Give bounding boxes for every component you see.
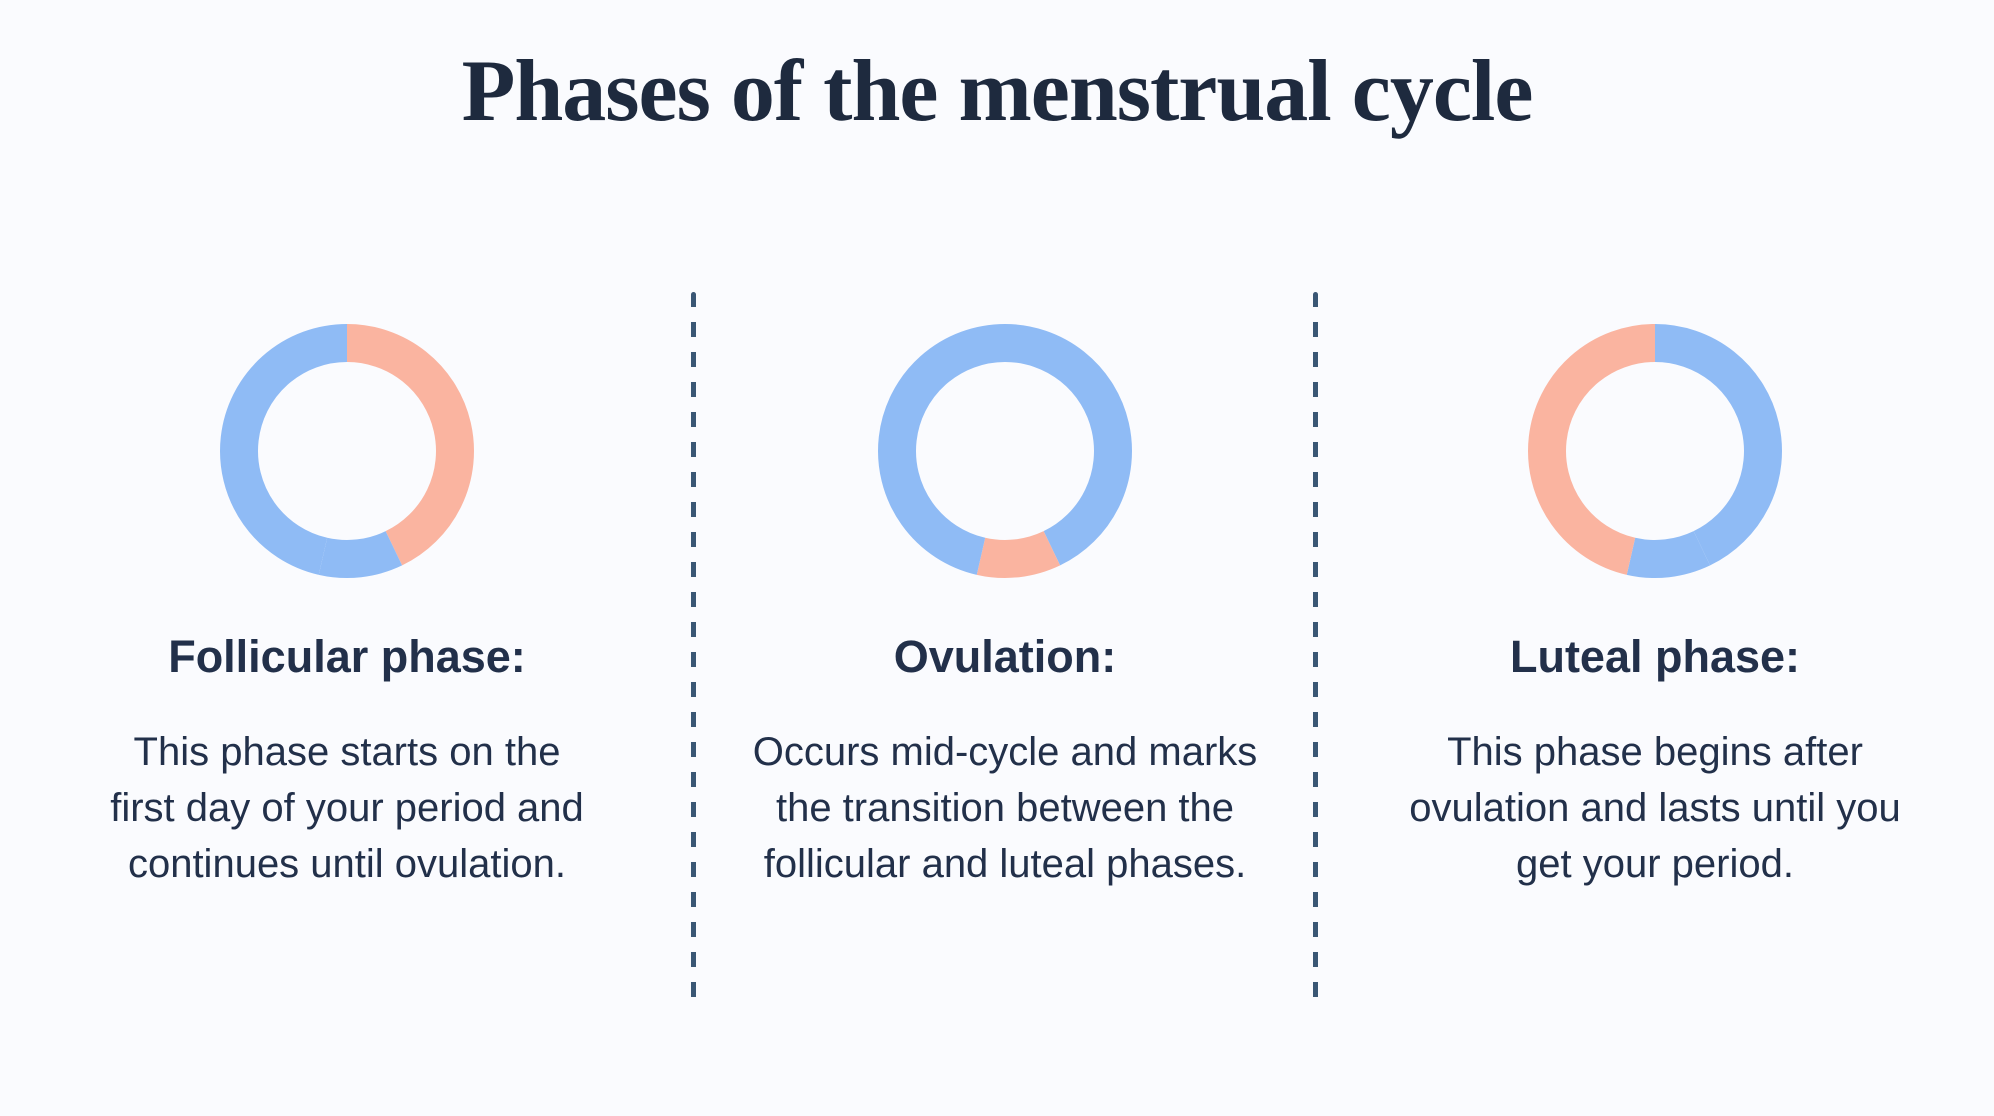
follicular-phase-heading: Follicular phase: [168, 630, 526, 682]
follicular-phase-description: This phase starts on the first day of yo… [110, 730, 584, 887]
luteal-phase-description: This phase begins after ovulation and la… [1409, 730, 1901, 887]
column-follicular-phase: Follicular phase: This phase starts on t… [0, 323, 694, 892]
luteal-phase-donut-chart [1527, 323, 1783, 579]
column-ovulation: Ovulation: Occurs mid-cycle and marks th… [694, 323, 1316, 892]
column-luteal-phase: Luteal phase: This phase begins after ov… [1316, 323, 1994, 892]
follicular-phase-donut-chart [219, 323, 475, 579]
phase-columns: Follicular phase: This phase starts on t… [0, 323, 1994, 892]
luteal-phase-heading: Luteal phase: [1509, 630, 1801, 682]
dashed-divider-left [691, 292, 696, 1012]
dashed-divider-right [1313, 292, 1318, 1012]
ovulation-donut-chart [877, 323, 1133, 579]
infographic-page: Phases of the menstrual cycle Follicular… [0, 43, 1994, 1116]
ovulation-description: Occurs mid-cycle and marks the transitio… [752, 730, 1258, 887]
ovulation-heading: Ovulation: [893, 630, 1117, 682]
page-title: Phases of the menstrual cycle [461, 43, 1534, 140]
